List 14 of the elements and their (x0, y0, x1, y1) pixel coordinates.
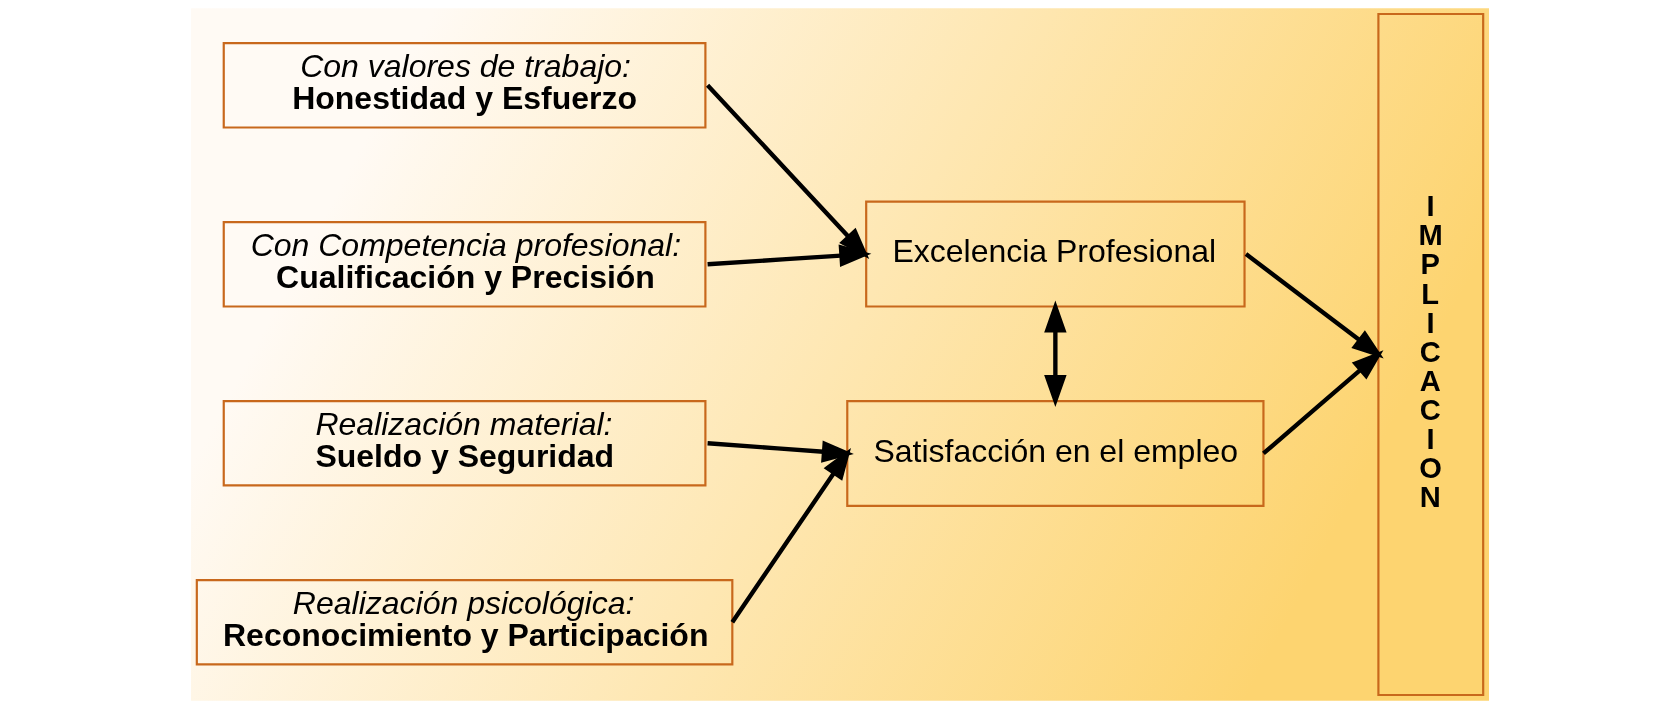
node-box: Satisfacción en el empleo (845, 400, 1265, 507)
arrow (730, 448, 851, 624)
node-box: Con valores de trabajo: Honestidad y Esfuerzo (222, 42, 706, 129)
arrow (1244, 252, 1384, 359)
node-box: Excelencia Profesional (864, 200, 1246, 308)
arrow (1043, 300, 1067, 408)
arrow (1261, 350, 1383, 456)
node-box: IMPLICACION (1376, 12, 1484, 697)
node-box: Con Competencia profesional: Cualificación y Precisión (222, 221, 706, 308)
node-box: Realización material: Sueldo y Seguridad (222, 400, 706, 487)
node-box: Realización psicológica: Reconocimiento y Participación (195, 578, 733, 666)
arrow (706, 440, 854, 463)
arrow (705, 83, 869, 259)
arrow (706, 244, 871, 267)
